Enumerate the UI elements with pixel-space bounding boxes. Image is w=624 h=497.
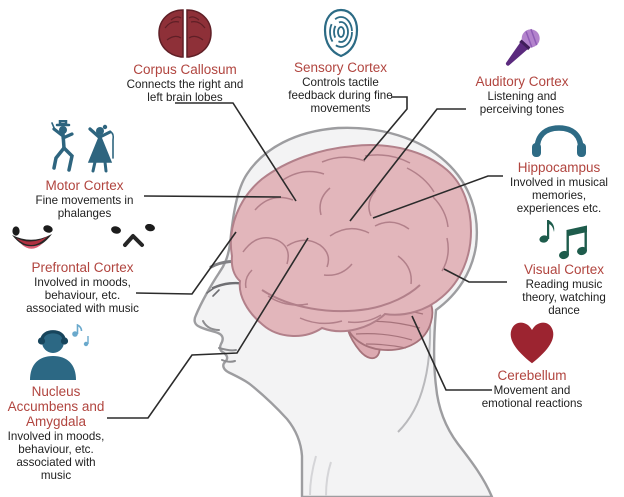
connector-corpus-callosum [175,102,297,202]
region-desc: Connects the right and left brain lobes [126,78,244,104]
fingerprint-icon [323,8,358,58]
region-desc: Involved in musical memories, experience… [510,176,608,215]
region-desc: Movement and emotional reactions [481,384,583,410]
label-sensory-cortex: Sensory Cortex Controls tactile feedback… [268,8,413,115]
nostril [202,320,220,331]
label-auditory-cortex: Auditory Cortex Listening and perceiving… [452,24,592,116]
region-title: Auditory Cortex [475,74,569,89]
label-nucleus-accumbens: Nucleus Accumbens and Amygdala Involved … [0,324,112,482]
label-cerebellum: Cerebellum Movement and emotional reacti… [462,318,602,410]
brain-top-icon [158,9,212,58]
connector-cerebellum [411,315,492,391]
connector-hippocampus [372,175,503,219]
region-title: Hippocampus [517,160,601,175]
music-notes-icon [539,220,587,260]
dancing-couple-icon [50,120,114,173]
connector-lines [107,96,507,419]
region-desc: Controls tactile feedback during fine mo… [288,76,393,115]
listener-icon [30,324,89,380]
heart-icon [510,322,554,364]
region-title: Motor Cortex [45,178,124,193]
region-desc: Involved in moods, behaviour, etc. assoc… [7,430,105,482]
label-hippocampus: Hippocampus Involved in musical memories… [494,124,624,215]
region-title: Cerebellum [497,368,567,383]
region-desc: Fine movements in phalanges [35,194,134,220]
region-desc: Reading music theory, watching dance [522,278,606,317]
connector-visual-cortex [443,268,507,283]
headphones-icon [532,125,586,157]
region-title: Nucleus Accumbens and Amygdala [7,384,105,429]
region-desc: Involved in moods, behaviour, etc. assoc… [26,276,139,315]
region-title: Visual Cortex [523,262,605,277]
region-desc: Listening and perceiving tones [479,90,565,116]
connector-auditory-cortex [349,108,466,222]
connector-sensory-cortex [363,96,408,161]
connector-nucleus-accumbens [107,237,309,419]
label-visual-cortex: Visual Cortex Reading music theory, watc… [504,214,624,317]
label-prefrontal-cortex: Prefrontal Cortex Involved in moods, beh… [0,224,165,315]
label-motor-cortex: Motor Cortex Fine movements in phalanges [2,120,167,220]
region-title: Corpus Callosum [133,62,237,77]
connector-prefrontal-cortex [135,231,237,295]
lips [218,347,237,363]
label-corpus-callosum: Corpus Callosum Connects the right and l… [98,6,272,104]
connector-motor-cortex [143,195,282,198]
region-title: Prefrontal Cortex [31,260,134,275]
microphone-icon [505,28,540,66]
region-title: Sensory Cortex [293,60,388,75]
emoji-faces-icon [11,224,155,249]
